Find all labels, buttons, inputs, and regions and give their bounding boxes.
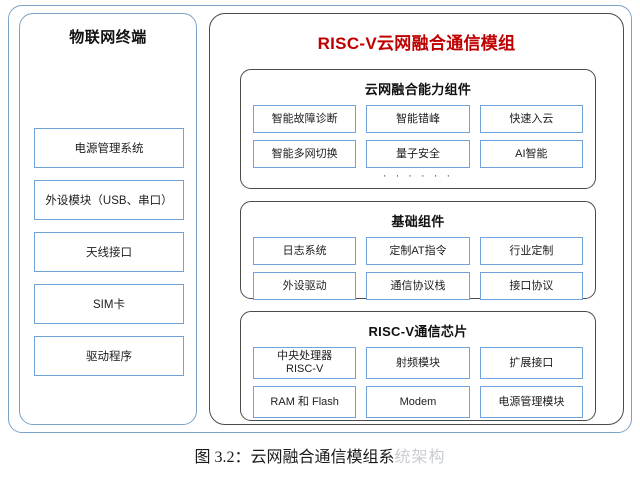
riscv-module-title: RISC-V云网融合通信模组 xyxy=(317,34,516,53)
cell-log-system[interactable]: 日志系统 xyxy=(253,237,357,265)
cell-ai-intelligence[interactable]: AI智能 xyxy=(479,140,583,168)
cell-cpu-riscv[interactable]: 中央处理器 RISC-V xyxy=(253,347,357,379)
cell-interface-protocol[interactable]: 接口协议 xyxy=(479,272,583,300)
group-cloud-capability-title: 云网融合能力组件 xyxy=(364,82,472,97)
terminal-item-peripheral-module[interactable]: 外设模块（USB、串口） xyxy=(34,180,184,220)
cell-modem[interactable]: Modem xyxy=(366,386,470,418)
figure-caption-main: 图 3.2：云网融合通信模组系 xyxy=(194,449,395,466)
cell-intelligent-peak-shifting[interactable]: 智能错峰 xyxy=(366,105,470,133)
riscv-module-panel: RISC-V云网融合通信模组 云网融合能力组件 智能故障诊断 智能错峰 快速入云… xyxy=(209,13,624,425)
iot-terminal-title: 物联网终端 xyxy=(69,29,147,46)
group-riscv-chip-grid: 中央处理器 RISC-V 射频模块 扩展接口 RAM 和 Flash Modem… xyxy=(241,340,595,418)
cell-custom-at-commands[interactable]: 定制AT指令 xyxy=(366,237,470,265)
cell-quantum-security[interactable]: 量子安全 xyxy=(366,140,470,168)
cell-rf-module[interactable]: 射频模块 xyxy=(366,347,470,379)
terminal-item-sim-card[interactable]: SIM卡 xyxy=(34,284,184,324)
cell-communication-protocol-stack[interactable]: 通信协议栈 xyxy=(366,272,470,300)
cell-peripheral-driver[interactable]: 外设驱动 xyxy=(253,272,357,300)
group-basic-components-grid: 日志系统 定制AT指令 行业定制 外设驱动 通信协议栈 接口协议 xyxy=(241,230,595,300)
cell-industry-customization[interactable]: 行业定制 xyxy=(479,237,583,265)
figure-caption-faded-text: 统架构 xyxy=(394,449,446,466)
group-riscv-chip: RISC-V通信芯片 中央处理器 RISC-V 射频模块 扩展接口 RAM 和 … xyxy=(240,311,596,421)
terminal-item-antenna-interface[interactable]: 天线接口 xyxy=(34,232,184,272)
group-cloud-capability: 云网融合能力组件 智能故障诊断 智能错峰 快速入云 智能多网切换 量子安全 AI… xyxy=(240,69,596,189)
cell-expansion-interface[interactable]: 扩展接口 xyxy=(479,347,583,379)
cell-intelligent-fault-diagnosis[interactable]: 智能故障诊断 xyxy=(253,105,357,133)
cell-ram-and-flash[interactable]: RAM 和 Flash xyxy=(253,386,357,418)
terminal-item-power-management[interactable]: 电源管理系统 xyxy=(34,128,184,168)
group-riscv-chip-title: RISC-V通信芯片 xyxy=(368,324,468,339)
group-basic-components-title: 基础组件 xyxy=(391,214,445,229)
cell-fast-cloud-access[interactable]: 快速入云 xyxy=(479,105,583,133)
terminal-item-driver-program[interactable]: 驱动程序 xyxy=(34,336,184,376)
ellipsis-indicator: · · · · · · xyxy=(382,170,454,182)
cell-power-management-module[interactable]: 电源管理模块 xyxy=(479,386,583,418)
group-cloud-capability-grid: 智能故障诊断 智能错峰 快速入云 智能多网切换 量子安全 AI智能 xyxy=(241,98,595,168)
iot-terminal-panel: 物联网终端 电源管理系统 外设模块（USB、串口） 天线接口 SIM卡 驱动程序 xyxy=(19,13,197,425)
figure-outer-frame: 物联网终端 电源管理系统 外设模块（USB、串口） 天线接口 SIM卡 驱动程序… xyxy=(8,5,632,433)
iot-terminal-item-list: 电源管理系统 外设模块（USB、串口） 天线接口 SIM卡 驱动程序 xyxy=(34,128,184,376)
group-basic-components: 基础组件 日志系统 定制AT指令 行业定制 外设驱动 通信协议栈 接口协议 xyxy=(240,201,596,300)
figure-caption: 图 3.2：云网融合通信模组系统架构 xyxy=(0,443,640,467)
cell-intelligent-multi-network-switching[interactable]: 智能多网切换 xyxy=(253,140,357,168)
